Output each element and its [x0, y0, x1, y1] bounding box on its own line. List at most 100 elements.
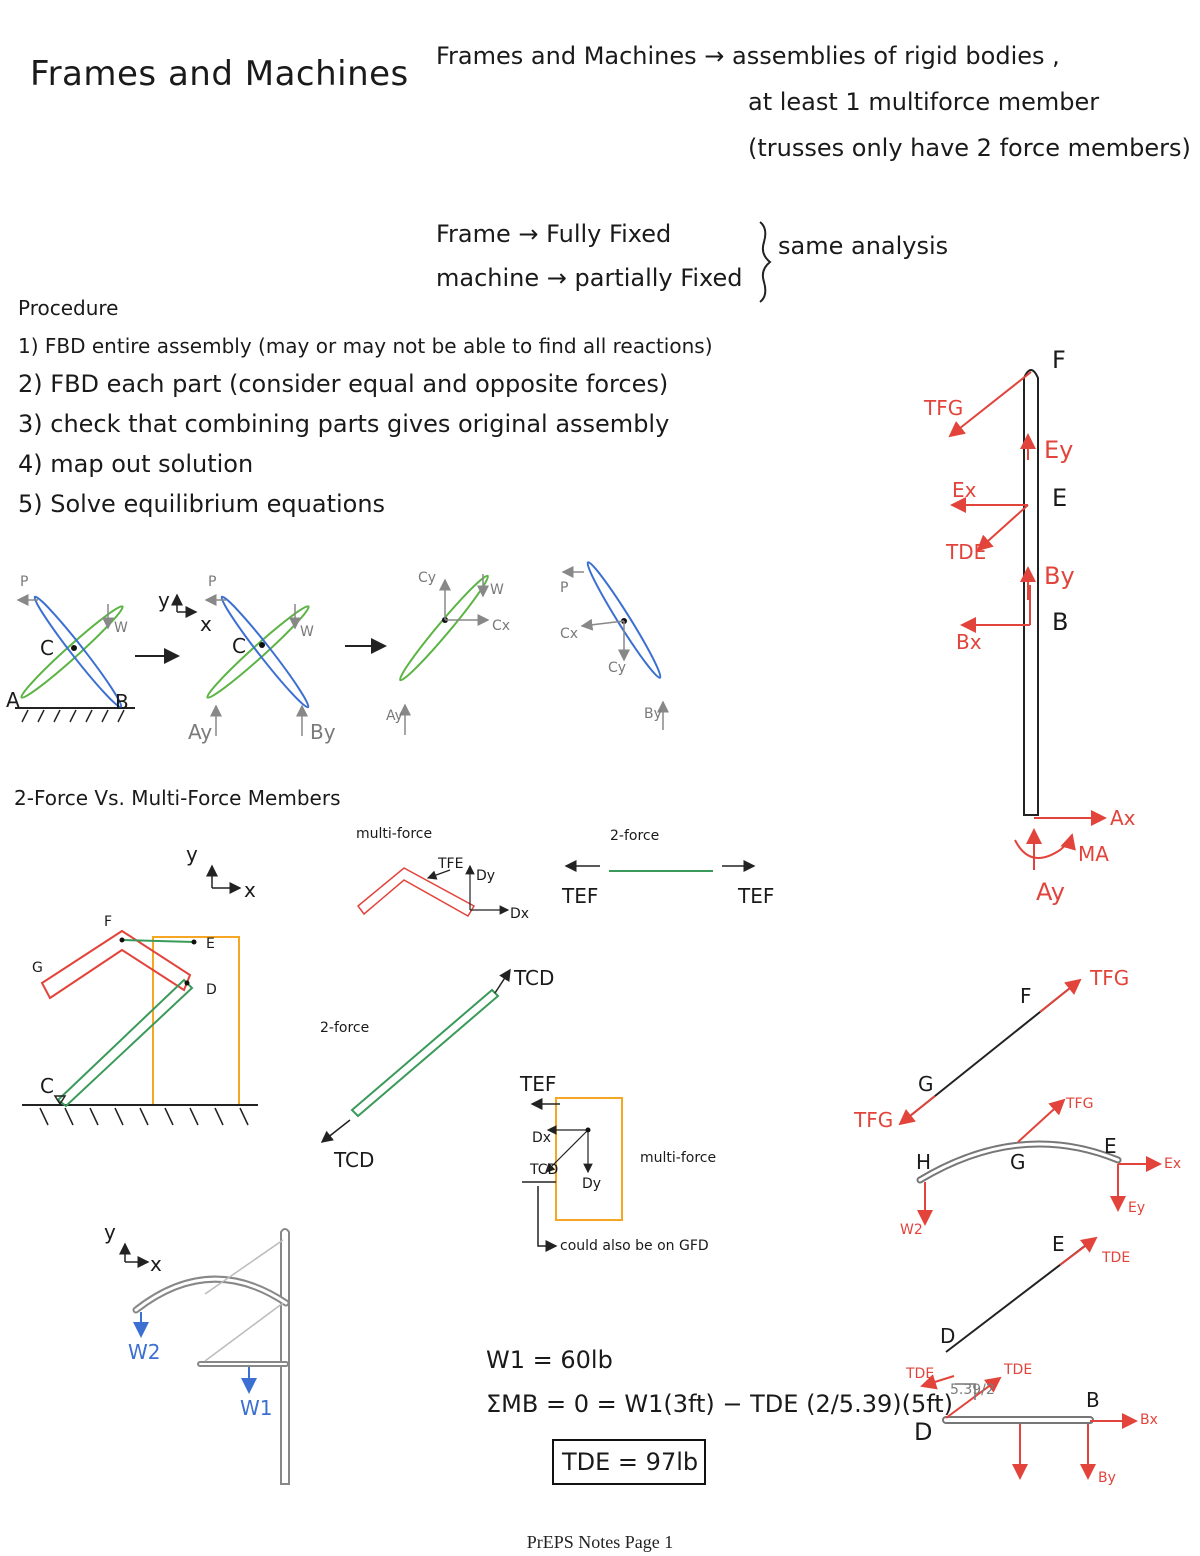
equation-result: TDE = 97lb: [562, 1448, 699, 1476]
blue-member-fbd: [561, 561, 669, 730]
two-force-label: 2-force: [610, 828, 660, 844]
label-tcd-joint: TCD: [530, 1162, 559, 1178]
members-axis-y: y: [186, 842, 198, 866]
definition-line-1: Frames and Machines → assemblies of rigi…: [436, 42, 1060, 70]
page-footer: PrEPS Notes Page 1: [526, 1532, 674, 1552]
frame-assembly-diagram: [22, 864, 258, 1126]
procedure-step-2: 2) FBD each part (consider equal and opp…: [18, 370, 669, 398]
label-p-4: P: [560, 580, 569, 596]
definition-line-2: at least 1 multiforce member: [748, 88, 1100, 116]
fg-member-fbd: [898, 978, 1082, 1126]
pole-label-by: By: [1044, 562, 1075, 590]
label-by-4: By: [644, 706, 662, 722]
arc-label-g: G: [1010, 1150, 1026, 1174]
pole-label-e: E: [1052, 484, 1068, 512]
label-c-2: C: [232, 634, 246, 658]
procedure-step-5: 5) Solve equilibrium equations: [18, 490, 386, 518]
label-w-1: W: [114, 620, 128, 636]
label-tcd-top: TCD: [514, 966, 555, 990]
arc-label-ey: Ey: [1128, 1200, 1146, 1216]
label-w-2: W: [300, 624, 314, 640]
label-p-1: P: [20, 574, 29, 590]
label-ay-3: Ay: [386, 708, 403, 724]
de-label-d: D: [940, 1324, 956, 1348]
lamp-label-w1: W1: [240, 1396, 273, 1420]
green-member-fbd: [399, 574, 490, 735]
label-cy-3: Cy: [418, 570, 437, 586]
multi-force-sketch: [356, 864, 510, 918]
label-b-1: B: [115, 690, 129, 714]
lamp-axis-y: y: [104, 1220, 116, 1244]
procedure-step-1: 1) FBD entire assembly (may or may not b…: [18, 334, 713, 358]
frame-label-e: E: [206, 936, 215, 952]
fg-label-g: G: [918, 1072, 934, 1096]
db-label-b: B: [1086, 1388, 1100, 1412]
pole-label-bx: Bx: [956, 630, 982, 654]
de-label-tde-top: TDE: [1102, 1250, 1131, 1266]
d-joint-fbd: [522, 1097, 623, 1252]
frame-label-c: C: [40, 1074, 54, 1098]
label-by-2: By: [310, 720, 336, 744]
frame-definition: Frame → Fully Fixed: [436, 220, 672, 248]
label-w-3: W: [490, 582, 504, 598]
equation-w1: W1 = 60lb: [486, 1346, 613, 1374]
pole-label-b: B: [1052, 608, 1069, 636]
fg-label-f: F: [1020, 984, 1032, 1008]
two-force-label-2: 2-force: [320, 1020, 370, 1036]
frame-label-d: D: [206, 982, 217, 998]
arc-label-h: H: [916, 1150, 932, 1174]
multi-force-label-2: multi-force: [640, 1150, 717, 1166]
machine-definition: machine → partially Fixed: [436, 264, 743, 292]
members-heading: 2-Force Vs. Multi-Force Members: [14, 786, 341, 810]
frame-label-f: F: [104, 914, 113, 930]
pole-label-ex: Ex: [952, 478, 977, 502]
arc-label-e: E: [1104, 1134, 1117, 1158]
label-dy-small: Dy: [476, 868, 496, 884]
scissor-assembly-2: [171, 593, 310, 736]
de-label-tde-left: TDE: [906, 1366, 935, 1382]
result-box: [552, 1439, 706, 1485]
axis-y-1: y: [158, 588, 170, 612]
pole-label-tde: TDE: [946, 540, 987, 564]
cd-strut-fbd: [320, 968, 511, 1143]
arc-label-tfg: TFG: [1066, 1096, 1094, 1112]
pole-label-tfg: TFG: [924, 396, 964, 420]
definition-line-3: (trusses only have 2 force members): [748, 134, 1191, 162]
pole-label-ax: Ax: [1110, 806, 1136, 830]
label-cy-4: Cy: [608, 660, 627, 676]
equation-moment: ΣMB = 0 = W1(3ft) − TDE (2/5.39)(5ft): [486, 1390, 954, 1418]
lamp-axis-x: x: [150, 1252, 162, 1276]
fg-label-tfg-bottom: TFG: [854, 1108, 894, 1132]
db-label-tde: TDE: [1004, 1362, 1033, 1378]
pole-label-ma: MA: [1078, 842, 1109, 866]
label-tef-right: TEF: [738, 884, 775, 908]
scissor-assembly-1: [15, 594, 135, 723]
label-tcd-bottom: TCD: [334, 1148, 375, 1172]
pole-label-f: F: [1052, 346, 1066, 374]
multi-force-label: multi-force: [356, 826, 433, 842]
db-label-bx: Bx: [1140, 1412, 1158, 1428]
could-also-note: could also be on GFD: [560, 1238, 709, 1254]
label-cx-3: Cx: [492, 618, 511, 634]
frame-label-g: G: [32, 960, 43, 976]
label-cx-4: Cx: [560, 626, 579, 642]
pole-fbd: [948, 369, 1107, 870]
pole-label-ay: Ay: [1036, 878, 1065, 906]
arc-label-ex: Ex: [1164, 1156, 1182, 1172]
axis-x-1: x: [200, 612, 212, 636]
members-axis-x: x: [244, 878, 256, 902]
brace-symbol: [759, 221, 772, 303]
page-title: Frames and Machines: [30, 54, 409, 94]
label-tef-joint: TEF: [520, 1072, 557, 1096]
label-p-2: P: [208, 574, 217, 590]
pole-label-ey: Ey: [1044, 436, 1074, 464]
de-label-e: E: [1052, 1232, 1065, 1256]
two-force-sketch: [564, 860, 756, 872]
db-label-by: By: [1098, 1470, 1116, 1486]
label-ay-2: Ay: [188, 720, 213, 744]
db-label-fraction: 5.39/2: [950, 1382, 995, 1398]
label-dy-joint: Dy: [582, 1176, 602, 1192]
label-tef-left: TEF: [562, 884, 599, 908]
fg-label-tfg-top: TFG: [1090, 966, 1130, 990]
lamp-post-diagram: [119, 1228, 290, 1485]
